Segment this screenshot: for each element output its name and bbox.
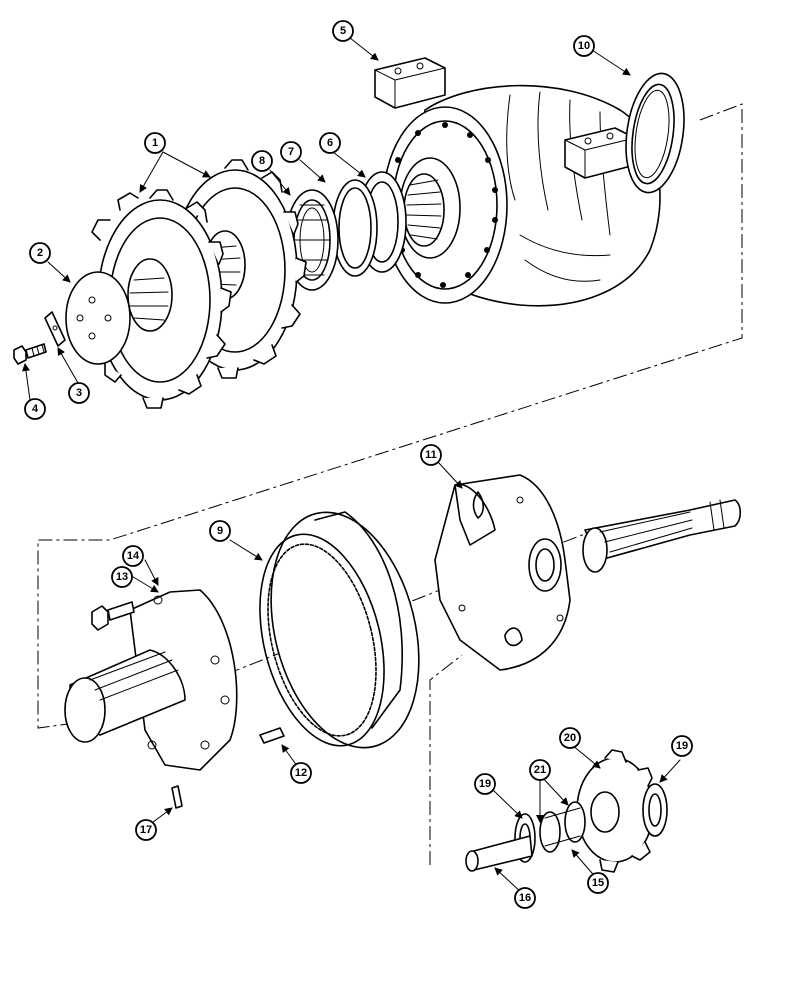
ring-gear xyxy=(259,511,420,749)
svg-text:15: 15 xyxy=(592,877,604,889)
svg-text:12: 12 xyxy=(295,767,307,779)
svg-text:17: 17 xyxy=(140,824,152,836)
callout-leaders xyxy=(22,37,681,896)
callout-1: 1 xyxy=(144,132,166,154)
seal xyxy=(625,72,685,194)
svg-text:4: 4 xyxy=(32,403,39,415)
output-shaft xyxy=(582,499,742,573)
roll-pin xyxy=(171,785,183,809)
svg-text:2: 2 xyxy=(37,247,43,259)
svg-text:7: 7 xyxy=(288,146,294,158)
planet-carrier xyxy=(434,474,571,671)
svg-text:13: 13 xyxy=(116,571,128,583)
thrust-washer-right xyxy=(642,783,668,837)
planet-shaft xyxy=(465,835,533,872)
svg-text:9: 9 xyxy=(217,525,223,537)
callout-19-right: 19 xyxy=(671,735,693,757)
callout-5: 5 xyxy=(332,20,354,42)
sprocket-front xyxy=(91,189,232,409)
svg-text:11: 11 xyxy=(425,449,437,461)
callout-21: 21 xyxy=(529,759,551,781)
callout-16: 16 xyxy=(514,887,536,909)
bearing-ring-set xyxy=(285,171,407,291)
retaining-plate xyxy=(65,271,131,365)
callout-14: 14 xyxy=(122,545,144,567)
callout-20: 20 xyxy=(559,727,581,749)
svg-text:6: 6 xyxy=(327,137,333,149)
callout-12: 12 xyxy=(290,762,312,784)
lock-tab xyxy=(44,311,66,347)
svg-text:16: 16 xyxy=(519,892,531,904)
capscrew xyxy=(91,601,135,631)
callout-8: 8 xyxy=(251,150,273,172)
callout-6: 6 xyxy=(319,132,341,154)
svg-text:1: 1 xyxy=(152,137,158,149)
spindle-flange xyxy=(64,589,238,771)
callout-2: 2 xyxy=(29,242,51,264)
svg-text:10: 10 xyxy=(578,40,590,52)
hub-housing xyxy=(374,57,661,307)
callout-7: 7 xyxy=(280,141,302,163)
callout-13: 13 xyxy=(111,566,133,588)
planet-gear xyxy=(576,749,661,873)
svg-text:21: 21 xyxy=(534,764,546,776)
needle-bearings xyxy=(539,801,586,853)
callout-3: 3 xyxy=(68,382,90,404)
svg-text:19: 19 xyxy=(479,778,491,790)
callout-9: 9 xyxy=(209,520,231,542)
svg-text:19: 19 xyxy=(676,740,688,752)
bolt xyxy=(13,343,47,365)
svg-text:14: 14 xyxy=(127,550,140,562)
svg-text:8: 8 xyxy=(259,155,265,167)
svg-text:5: 5 xyxy=(340,25,346,37)
callout-15: 15 xyxy=(587,872,609,894)
callout-4: 4 xyxy=(24,398,46,420)
svg-text:20: 20 xyxy=(564,732,576,744)
svg-text:3: 3 xyxy=(76,387,82,399)
callout-10: 10 xyxy=(573,35,595,57)
callout-11: 11 xyxy=(420,444,442,466)
callout-17: 17 xyxy=(135,819,157,841)
dowel-pin xyxy=(259,727,285,744)
callout-19-left: 19 xyxy=(474,773,496,795)
